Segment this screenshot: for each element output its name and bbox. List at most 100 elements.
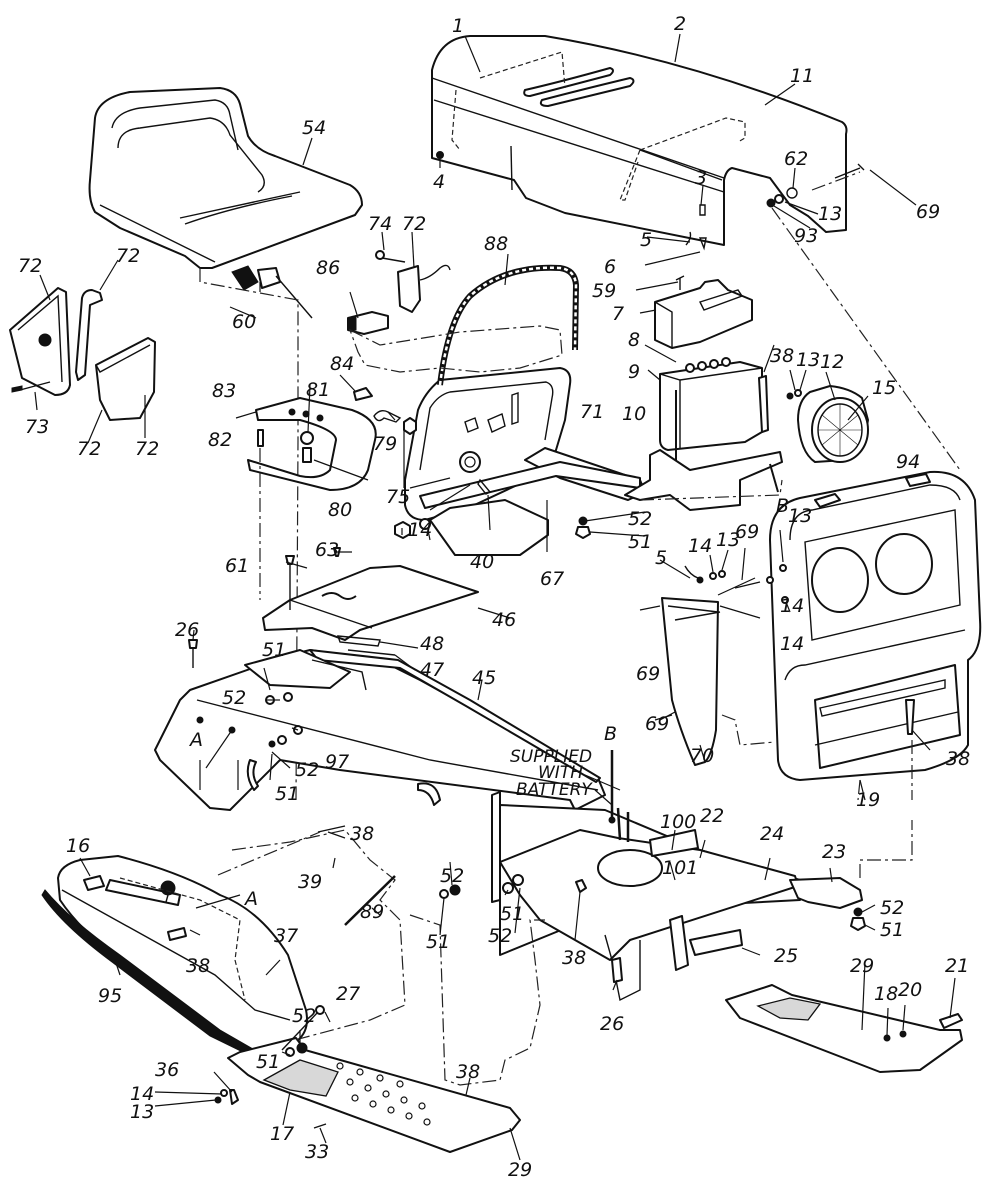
callout-51: 51 <box>880 919 904 941</box>
callout-54: 54 <box>302 117 326 139</box>
part-59-wingnut <box>675 275 685 290</box>
part-100 <box>649 829 699 857</box>
part-6 <box>698 237 707 251</box>
part-5 <box>685 231 692 246</box>
callout-38: 38 <box>350 823 374 845</box>
screw-33 <box>313 1123 327 1129</box>
main-frame-part-45 <box>154 635 606 811</box>
note-line-2: WITH <box>538 763 583 783</box>
callout-100: 100 <box>660 811 696 833</box>
part-73-spring <box>19 381 51 391</box>
callout-29: 29 <box>850 955 874 977</box>
part-69 <box>834 163 865 179</box>
part-80-bolt <box>302 447 312 463</box>
callout-26: 26 <box>600 1013 624 1035</box>
throttle-bracket-part-72 <box>375 250 451 313</box>
callout-14: 14 <box>688 535 712 557</box>
seat-pan-part-46 <box>262 547 479 641</box>
callout-69: 69 <box>636 663 660 685</box>
phantom-cable-route <box>639 479 783 501</box>
headlight-part-12-15 <box>786 385 869 463</box>
callout-12: 12 <box>820 351 844 373</box>
callout-84: 84 <box>330 353 354 375</box>
callout-72: 72 <box>402 213 426 235</box>
callout-A: A <box>188 729 203 751</box>
seat-part-54 <box>88 87 363 269</box>
callout-72: 72 <box>116 245 140 267</box>
callout-89: 89 <box>360 901 384 923</box>
callout-2: 2 <box>674 13 686 35</box>
part-81-washer <box>300 431 314 445</box>
callout-51: 51 <box>500 903 524 925</box>
footboard-holes <box>336 1062 431 1126</box>
part-5-wire <box>684 565 699 579</box>
phantom-line-seat <box>199 268 299 801</box>
callout-B: B <box>776 495 789 517</box>
callout-14: 14 <box>780 633 804 655</box>
phantom-outline-fender <box>231 829 406 1041</box>
part-62 <box>786 187 798 199</box>
part-13 <box>774 194 784 204</box>
hood-hardware <box>436 151 961 471</box>
callout-72: 72 <box>77 438 101 460</box>
callout-72: 72 <box>135 438 159 460</box>
part-79-key <box>373 409 402 423</box>
callout-97: 97 <box>325 751 349 773</box>
callout-15: 15 <box>872 377 896 399</box>
bolt-38-grille <box>905 699 915 735</box>
control-bracket-assembly <box>9 287 156 421</box>
callout-48: 48 <box>420 633 444 655</box>
part-93 <box>766 198 776 208</box>
callout-67: 67 <box>540 568 564 590</box>
center-post <box>439 791 524 903</box>
callout-14: 14 <box>408 519 432 541</box>
callout-21: 21 <box>945 955 969 977</box>
callout-19: 19 <box>856 789 880 811</box>
callout-73: 73 <box>25 416 49 438</box>
bolt-38-center <box>317 825 346 833</box>
part-82-bolt <box>257 429 264 447</box>
leader-lines <box>34 33 956 1161</box>
callout-82: 82 <box>208 429 232 451</box>
callout-69: 69 <box>916 201 940 223</box>
callout-69: 69 <box>645 713 669 735</box>
callout-51: 51 <box>262 639 286 661</box>
callout-46: 46 <box>492 609 516 631</box>
callout-51: 51 <box>426 931 450 953</box>
callout-29: 29 <box>508 1159 532 1181</box>
callout-52: 52 <box>628 508 652 530</box>
callout-83: 83 <box>212 380 236 402</box>
callout-38: 38 <box>456 1061 480 1083</box>
part-36 <box>229 1089 239 1105</box>
callout-70: 70 <box>690 745 714 767</box>
cable-part-60 <box>231 265 313 319</box>
callout-13: 13 <box>130 1101 154 1123</box>
callout-3: 3 <box>695 167 707 189</box>
callout-36: 36 <box>155 1059 179 1081</box>
callout-25: 25 <box>774 945 798 967</box>
battery-cover-part-7 <box>654 279 753 349</box>
switch-part-86 <box>347 311 389 335</box>
callout-5: 5 <box>655 547 667 569</box>
callout-14: 14 <box>780 595 804 617</box>
callout-9: 9 <box>628 361 640 383</box>
callout-10: 10 <box>622 403 646 425</box>
part-94-b <box>905 473 931 487</box>
part-72-cover <box>95 337 156 421</box>
callout-52: 52 <box>295 759 319 781</box>
callout-26: 26 <box>175 619 199 641</box>
callout-4: 4 <box>433 171 445 193</box>
callout-52: 52 <box>222 687 246 709</box>
callout-20: 20 <box>898 979 922 1001</box>
note-line-3: BATTERY <box>516 780 593 800</box>
part-25 <box>689 929 743 956</box>
callout-47: 47 <box>420 659 444 681</box>
part-14-washer <box>419 518 431 530</box>
callout-22: 22 <box>700 805 724 827</box>
callout-94: 94 <box>896 451 920 473</box>
rod-89 <box>344 875 396 926</box>
callout-8: 8 <box>628 329 640 351</box>
callout-38: 38 <box>946 748 970 770</box>
callout-51: 51 <box>628 531 652 553</box>
